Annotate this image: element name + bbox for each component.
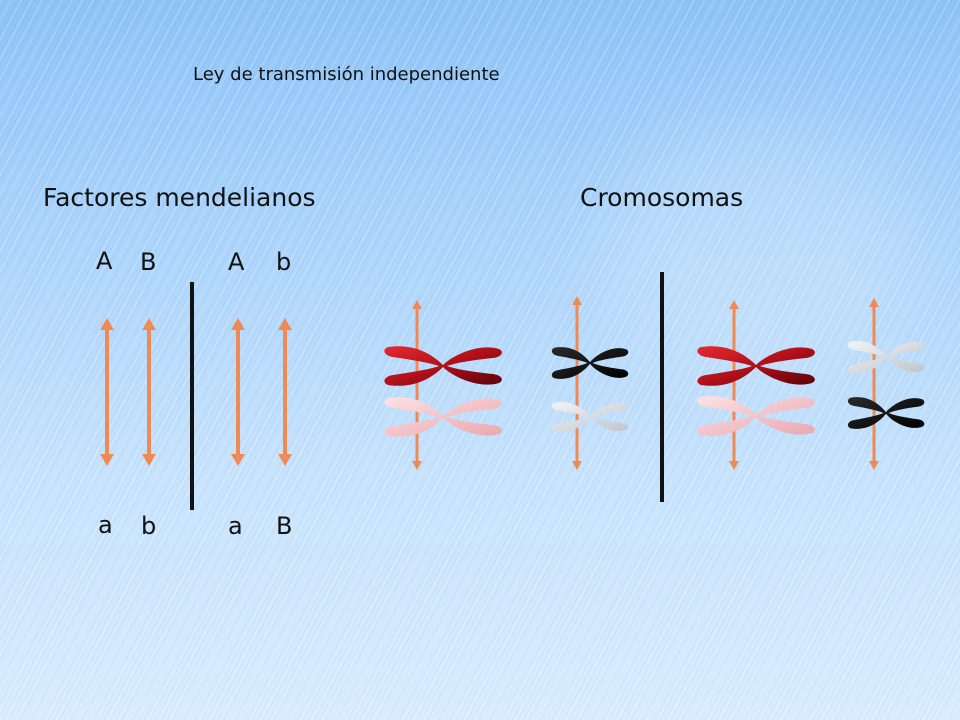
background-glow (600, 120, 920, 380)
allele-arrow-2 (142, 318, 156, 466)
allele-arrow-4 (278, 318, 292, 466)
allele-label-bottom-1: a (98, 511, 113, 539)
chromosome-pink (384, 397, 502, 437)
chromosome-arrow-2 (572, 296, 582, 470)
heading-chromosomes: Cromosomas (580, 183, 744, 212)
chromosome-arrow-1 (412, 300, 422, 470)
chromosome-arrow-4 (869, 298, 879, 470)
allele-label-bottom-3: a (228, 512, 243, 540)
chromosome-grey (551, 402, 629, 432)
chromosome-arrow-3 (729, 300, 739, 470)
allele-arrow-3 (231, 318, 245, 466)
allele-label-top-4: b (276, 248, 292, 276)
chromosome-grey-2 (847, 341, 925, 373)
diagram-elements (100, 272, 925, 510)
allele-label-top-3: A (228, 248, 245, 276)
allele-label-bottom-4: B (276, 512, 293, 540)
heading-mendelian-factors: Factores mendelianos (43, 183, 316, 212)
allele-arrow-1 (100, 318, 114, 466)
allele-label-top-1: A (96, 247, 113, 275)
allele-label-top-2: B (140, 248, 157, 276)
slide-title: Ley de transmisión independiente (193, 64, 500, 85)
chromosome-black (551, 347, 629, 379)
chromosome-pink-2 (697, 396, 815, 436)
chromosome-black-2 (847, 397, 925, 429)
chromosome-red-2 (697, 346, 815, 386)
allele-label-bottom-2: b (141, 512, 157, 540)
chromosome-red (384, 346, 502, 386)
